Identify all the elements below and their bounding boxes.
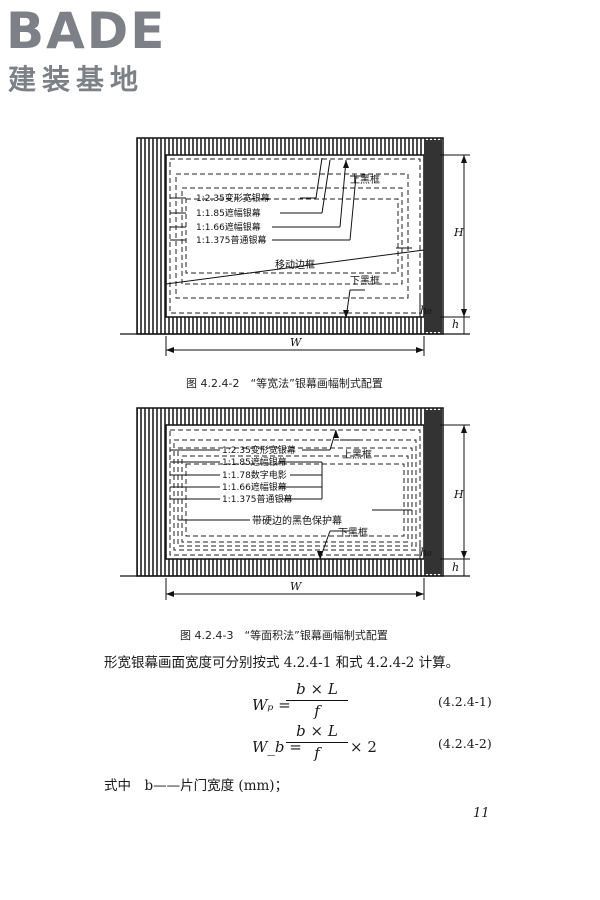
label-ratio-1375: 1:1.375普通银幕 (196, 234, 267, 246)
formula-2-numerator: b × L (286, 722, 348, 743)
page-number: 11 (473, 806, 490, 821)
label-moving-border: 移动边框 (275, 258, 315, 271)
label-protective-curtain: 带硬边的黑色保护幕 (252, 514, 342, 527)
label-top-frame: 上黑框 (342, 448, 372, 461)
formula-2: W_b = b × L f × 2 (252, 722, 432, 766)
label-ratio-178: 1:1.78数字电影 (222, 469, 287, 481)
formula-1: Wₚ = b × L f (252, 680, 432, 724)
formula-2-denominator: f (314, 744, 320, 762)
dim-h0: h₀ (420, 304, 432, 317)
label-bottom-frame: 下黑框 (350, 274, 380, 287)
formula-2-number: (4.2.4-2) (438, 736, 492, 751)
right-mask (424, 410, 442, 574)
logo-subtitle: 建装基地 (8, 63, 145, 96)
dim-H: H (453, 488, 464, 501)
body-intro: 形宽银幕画面宽度可分别按式 4.2.4-1 和式 4.2.4-2 计算。 (104, 655, 460, 671)
label-top-frame: 上黑框 (350, 173, 380, 186)
dim-W: W (290, 336, 303, 349)
dim-H: H (453, 226, 464, 239)
label-ratio-235: 1:2.35变形宽银幕 (222, 444, 296, 456)
label-ratio-1375: 1:1.375普通银幕 (222, 493, 293, 505)
figure-equal-area: 1:2.35变形宽银幕 1:1.85遮幅银幕 1:1.78数字电影 1:1.66… (120, 407, 470, 600)
screen-area (165, 424, 425, 560)
dim-W: W (290, 580, 303, 593)
figure-caption-1: 图 4.2.4-2 “等宽法”银幕画幅制式配置 (186, 377, 383, 390)
label-ratio-185: 1:1.85遮幅银幕 (196, 207, 261, 219)
dim-h: h (452, 318, 459, 331)
dim-h: h (452, 561, 459, 574)
logo-wordmark: BADE (6, 2, 167, 60)
formula-1-numerator: b × L (286, 680, 348, 701)
label-ratio-166: 1:1.66遮幅银幕 (222, 481, 287, 493)
figure-caption-2: 图 4.2.4-3 “等面积法”银幕画幅制式配置 (180, 629, 388, 642)
formula-1-number: (4.2.4-1) (438, 694, 492, 709)
label-ratio-235: 1:2.35变形宽银幕 (196, 192, 270, 204)
formula-1-lhs: Wₚ = (252, 696, 291, 714)
right-mask (424, 140, 442, 332)
label-bottom-frame: 下黑框 (338, 526, 368, 539)
formula-2-tail: × 2 (350, 738, 377, 756)
where-clause: 式中 b——片门宽度 (mm)； (104, 778, 289, 794)
formula-1-denominator: f (314, 702, 320, 720)
label-ratio-185: 1:1.85遮幅银幕 (222, 456, 287, 468)
figure-equal-width: 1:2.35变形宽银幕 1:1.85遮幅银幕 1:1.66遮幅银幕 1:1.37… (120, 137, 470, 356)
dim-h0: h₀ (420, 546, 432, 559)
label-ratio-166: 1:1.66遮幅银幕 (196, 221, 261, 233)
